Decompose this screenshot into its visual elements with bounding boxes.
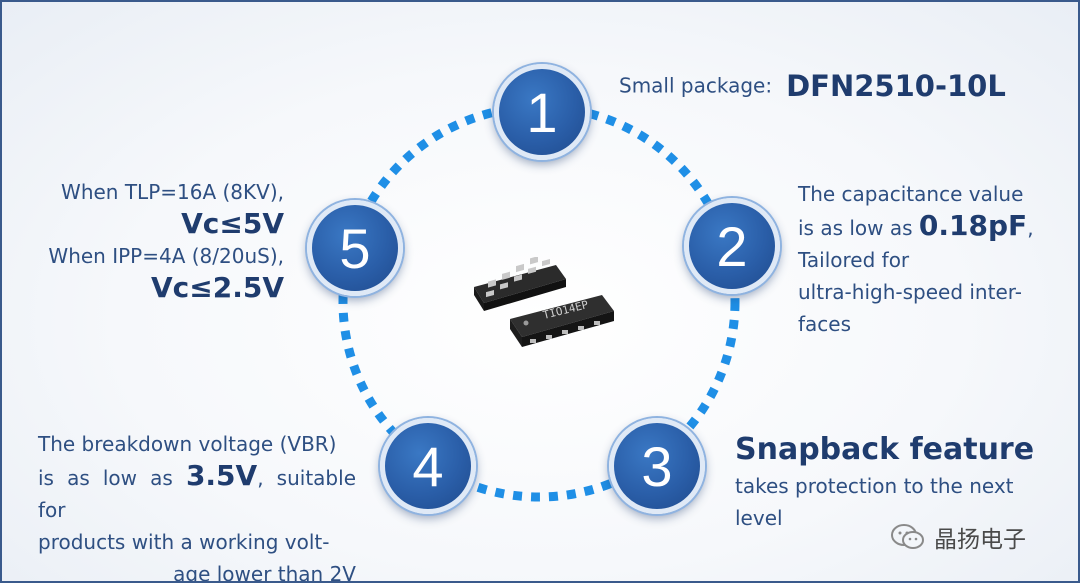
feature-3-line-2: level (735, 506, 783, 530)
wechat-icon (891, 524, 924, 549)
feature-4-text: The breakdown voltage (VBR) is as low as… (38, 428, 356, 583)
feature-2-line-4: ultra-high-speed inter- (798, 280, 1022, 304)
feature-node-4: 4 (380, 418, 476, 514)
feature-4-line-4: age lower than 2V (173, 562, 356, 583)
feature-1-value: DFN2510-10L (786, 68, 1006, 103)
feature-1-label: Small package: (619, 73, 773, 98)
feature-3-title: Snapback feature (735, 432, 1035, 467)
feature-node-5: 5 (307, 200, 403, 296)
feature-4-line-1: The breakdown voltage (VBR) (38, 432, 337, 456)
feature-5-line-1: When TLP=16A (8KV), (61, 180, 284, 204)
feature-5-value-2: Vc≤2.5V (151, 271, 284, 304)
dfn-chip-illustration: TIO14EP (464, 248, 624, 352)
feature-node-1: 1 (494, 64, 590, 160)
feature-4-line-3: products with a working volt- (38, 530, 330, 554)
feature-2-value: 0.18pF (918, 209, 1028, 242)
feature-2-line-2: is as low as (798, 216, 913, 240)
feature-1-text: Small package: DFN2510-10L (619, 68, 1006, 102)
feature-node-3: 3 (609, 418, 705, 514)
feature-2-line-5: faces (798, 312, 852, 336)
feature-5-line-2: When IPP=4A (8/20uS), (48, 244, 284, 268)
feature-2-line-1: The capacitance value (798, 182, 1024, 206)
feature-node-2: 2 (684, 198, 780, 294)
feature-4-line-2: is as low as (38, 466, 173, 490)
feature-5-value-1: Vc≤5V (181, 207, 284, 240)
feature-3-text: Snapback feature takes protection to the… (735, 430, 1035, 534)
chip-graphic: TIO14EP (474, 248, 614, 347)
feature-5-text: When TLP=16A (8KV), Vc≤5V When IPP=4A (8… (22, 176, 284, 304)
feature-4-line-2b: , suitable for (38, 466, 356, 522)
feature-2-text: The capacitance value is as low as 0.18p… (798, 178, 1048, 340)
feature-2-line-3: Tailored for (798, 248, 910, 272)
feature-4-value: 3.5V (185, 459, 258, 492)
watermark-text: 晶扬电子 (934, 527, 1026, 553)
watermark: 晶扬电子 (890, 520, 1026, 554)
feature-2-comma: , (1027, 216, 1034, 240)
feature-3-line-1: takes protection to the next (735, 474, 1014, 498)
